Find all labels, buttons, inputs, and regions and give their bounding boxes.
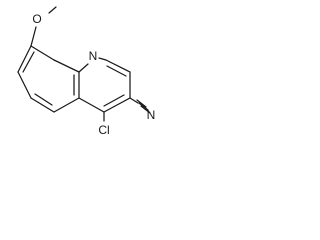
methoxy-oxygen-label: O: [32, 12, 41, 26]
bond-methyl-oxygen: [48, 6, 57, 14]
bond-nitrile-triple-2: [138, 102, 149, 111]
bond-nitrile-triple-1: [136, 99, 147, 108]
bond-c8-c7-inner: [22, 51, 35, 73]
bond-c4-c4a: [103, 97, 131, 113]
bond-group: [17, 6, 151, 122]
bond-oxygen-c8: [30, 26, 37, 47]
bond-c4a-ring-link: [78, 97, 105, 113]
ring-nitrogen-label: N: [89, 49, 98, 63]
bond-c7-c6: [17, 71, 32, 99]
bond-c3-nitrile-carbon: [129, 97, 139, 104]
bond-c2-c3: [105, 59, 131, 73]
bond-c5-c4a: [53, 97, 80, 113]
bond-c4-c4a-inner: [103, 94, 125, 107]
chemical-structure-diagram: O N Cl N: [17, 6, 155, 137]
bond-n1-c2: [98, 57, 107, 61]
bond-nitrile-triple-3: [140, 105, 151, 114]
bond-c8a-c8-link: [53, 59, 80, 73]
atom-label-group: O N Cl N: [32, 12, 155, 137]
bond-c8a-n1: [78, 63, 89, 73]
bond-c6-c5: [30, 97, 55, 113]
bond-c8-c8a: [30, 45, 55, 61]
bond-c2-c3-inner: [106, 65, 127, 77]
bond-c6-c5-inner: [34, 93, 53, 106]
chlorine-label: Cl: [98, 123, 109, 137]
bond-c8-c7: [17, 45, 32, 73]
nitrile-nitrogen-label: N: [147, 108, 156, 122]
